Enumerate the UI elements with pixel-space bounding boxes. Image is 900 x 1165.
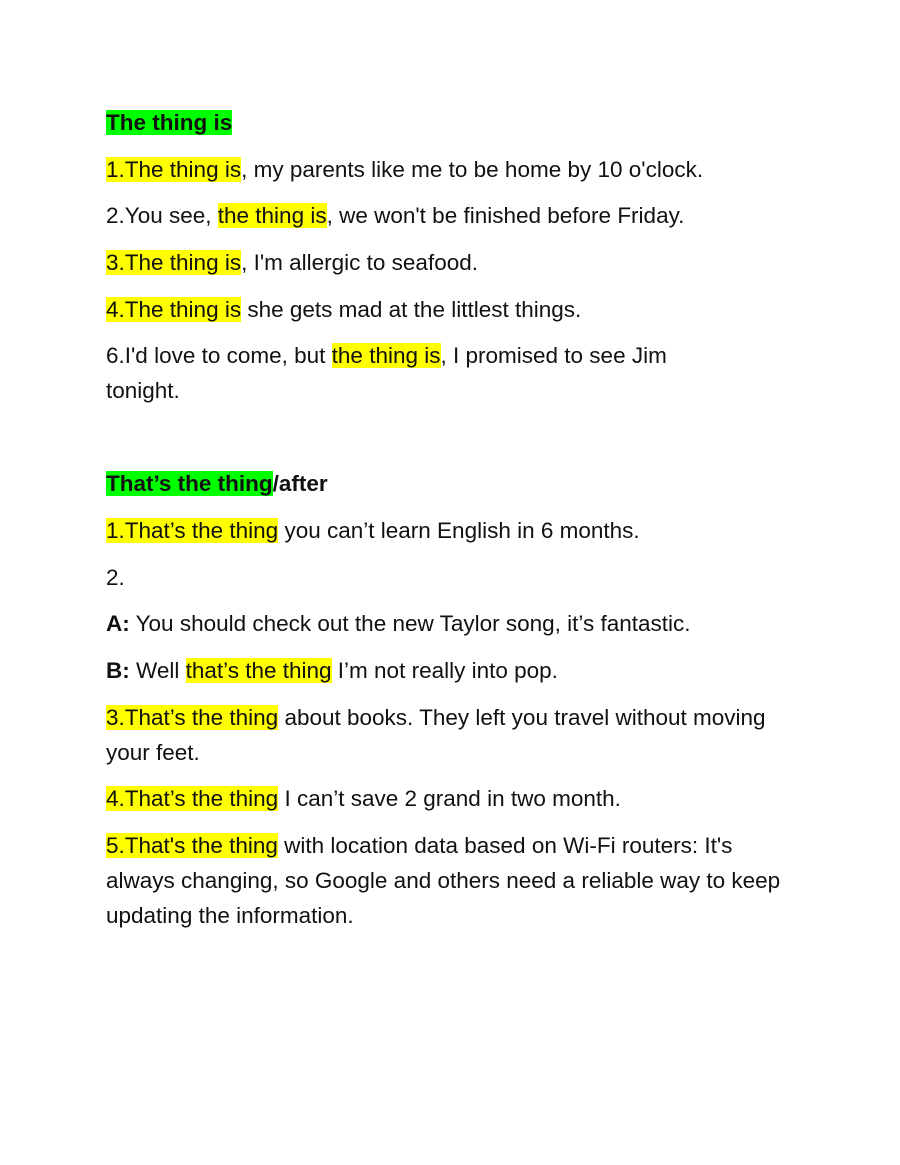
example-number: 2. <box>106 565 125 590</box>
highlighted-phrase: the thing is <box>331 343 441 368</box>
highlighted-phrase: the thing is <box>217 203 327 228</box>
speaker-label: A: <box>106 611 130 636</box>
speaker-label: B: <box>106 658 130 683</box>
highlighted-phrase: 5.That's the thing <box>106 833 278 858</box>
example-line: 1.That’s the thing you can’t learn Engli… <box>106 518 640 543</box>
dialogue-line-b: B: Well that’s the thing I’m not really … <box>106 658 558 683</box>
highlighted-phrase: 4.The thing is <box>106 297 242 322</box>
highlighted-phrase: 4.That’s the thing <box>106 786 279 811</box>
example-line: 1.The thing is, my parents like me to be… <box>106 157 704 182</box>
example-line: 4.The thing is she gets mad at the littl… <box>106 297 582 322</box>
highlighted-phrase: 3.That’s the thing <box>106 705 279 730</box>
example-line: 4.That’s the thing I can’t save 2 grand … <box>106 786 621 811</box>
highlighted-phrase: 3.The thing is <box>106 250 242 275</box>
section-heading-thats-the-thing: That’s the thing/after <box>106 471 328 496</box>
example-paragraph: 3.That’s the thing about books. They lef… <box>106 705 766 765</box>
highlighted-phrase: 1.That’s the thing <box>106 518 279 543</box>
highlighted-phrase: 1.The thing is <box>106 157 242 182</box>
section-heading-the-thing-is: The thing is <box>106 110 233 135</box>
highlighted-phrase: that’s the thing <box>185 658 332 683</box>
example-paragraph: 5.That's the thing with location data ba… <box>106 833 781 928</box>
dialogue-line-a: A: You should check out the new Taylor s… <box>106 611 691 636</box>
example-line: 3.The thing is, I'm allergic to seafood. <box>106 250 478 275</box>
example-line: 2.You see, the thing is, we won't be fin… <box>106 203 685 228</box>
example-paragraph: 6.I'd love to come, but the thing is, I … <box>106 343 667 403</box>
